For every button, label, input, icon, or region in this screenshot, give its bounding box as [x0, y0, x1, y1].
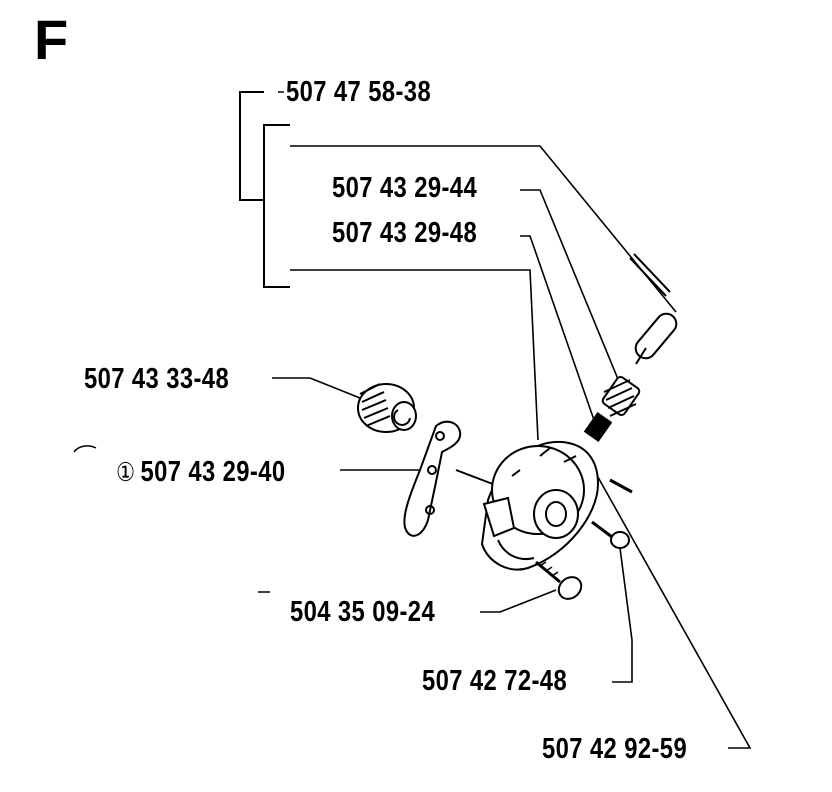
stray-marks: [73, 91, 284, 593]
part-label-small-pin: 507 42 92-59: [542, 733, 688, 765]
spring: [601, 376, 641, 417]
pawl: [583, 412, 613, 442]
screw: [535, 560, 583, 600]
washer-pin: [591, 520, 630, 549]
leader-lines: [272, 145, 752, 749]
section-letter: F: [34, 8, 69, 71]
part-label-washer: 507 42 72-48: [422, 665, 568, 697]
circled-one-marker: ①: [116, 457, 136, 487]
small-pin: [609, 478, 633, 494]
part-label-lever-number: 507 43 29-40: [140, 456, 286, 488]
part-label-kit: 507 47 58-38: [286, 76, 432, 108]
part-label-pawl: 507 43 29-48: [332, 217, 478, 249]
drum: [357, 383, 417, 433]
part-label-spring: 507 43 29-44: [332, 172, 478, 204]
part-label-screw: 504 35 09-24: [290, 596, 436, 628]
roll-pin: [629, 253, 678, 365]
kit-bracket: [239, 91, 290, 288]
lever-plate: [403, 420, 499, 537]
starter-housing: [480, 440, 600, 571]
part-label-drum: 507 43 33-48: [84, 363, 230, 395]
